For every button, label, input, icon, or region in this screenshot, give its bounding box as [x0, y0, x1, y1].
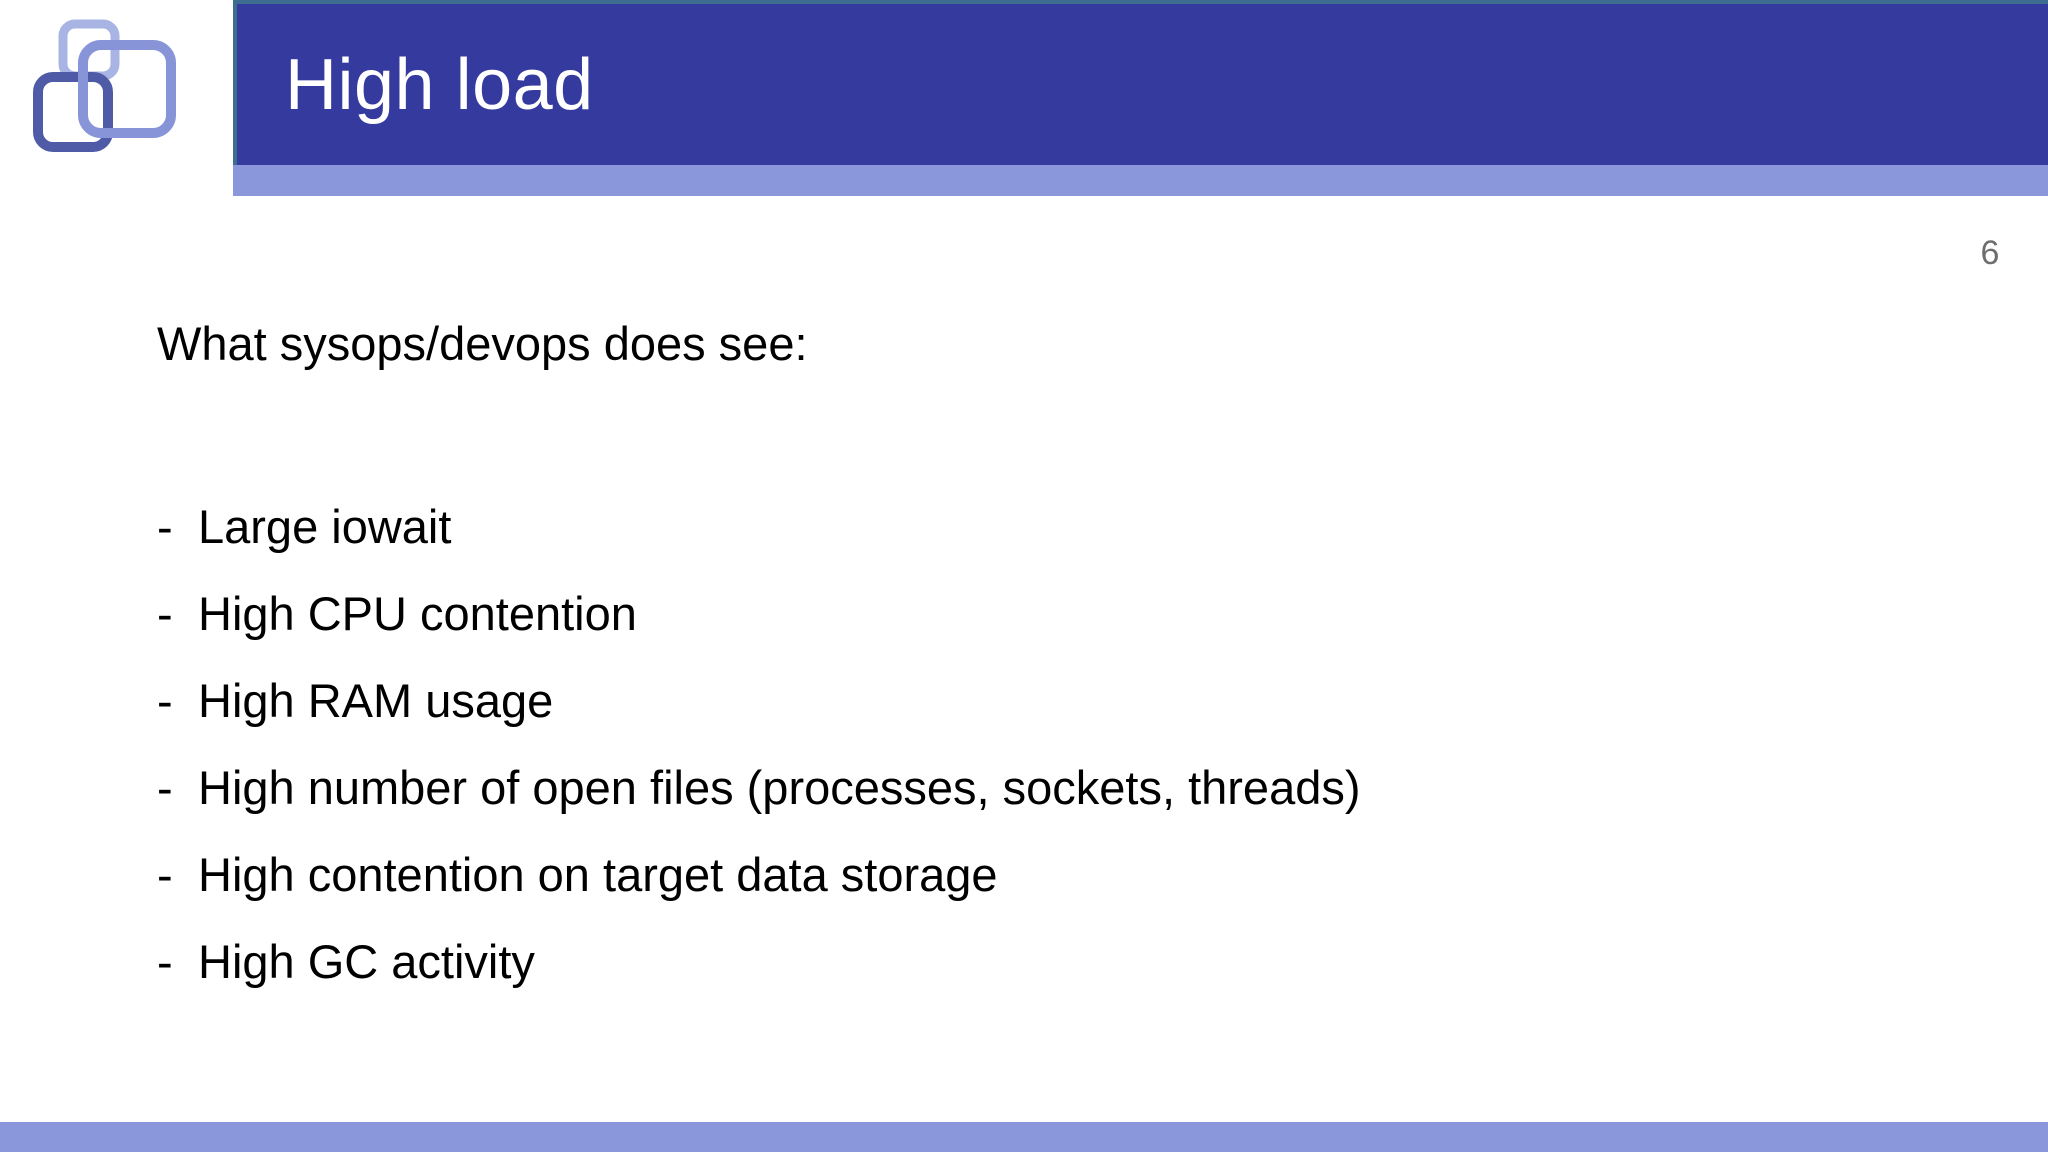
dash-marker-icon: - — [157, 587, 173, 640]
list-item-label: High RAM usage — [198, 674, 554, 727]
list-item: - High CPU contention — [157, 570, 1957, 657]
dash-marker-icon: - — [157, 848, 173, 901]
bullet-list: - Large iowait - High CPU contention - H… — [157, 483, 1957, 1005]
list-item-label: Large iowait — [198, 500, 452, 553]
list-item: - Large iowait — [157, 483, 1957, 570]
dash-marker-icon: - — [157, 674, 173, 727]
list-item-label: High CPU contention — [198, 587, 637, 640]
header-accent-bar — [233, 165, 2048, 196]
slide-header: High load — [233, 0, 2048, 196]
footer-accent-bar — [0, 1122, 2048, 1152]
list-item: - High number of open files (processes, … — [157, 744, 1957, 831]
logo-icon — [33, 19, 176, 152]
list-item: - High GC activity — [157, 918, 1957, 1005]
list-item: - High contention on target data storage — [157, 831, 1957, 918]
dash-marker-icon: - — [157, 935, 173, 988]
logo-square-dark-icon — [33, 72, 113, 152]
page-title: High load — [285, 45, 594, 125]
logo-square-large-icon — [78, 40, 176, 138]
slide-number: 6 — [1980, 234, 2000, 272]
intro-text: What sysops/devops does see: — [157, 317, 808, 370]
dash-marker-icon: - — [157, 500, 173, 553]
dash-marker-icon: - — [157, 761, 173, 814]
overlapping-squares-logo — [30, 14, 210, 169]
list-item: - High RAM usage — [157, 657, 1957, 744]
header-dark-bar: High load — [233, 0, 2048, 169]
list-item-label: High contention on target data storage — [198, 848, 998, 901]
list-item-label: High GC activity — [198, 935, 535, 988]
list-item-label: High number of open files (processes, so… — [198, 761, 1361, 814]
